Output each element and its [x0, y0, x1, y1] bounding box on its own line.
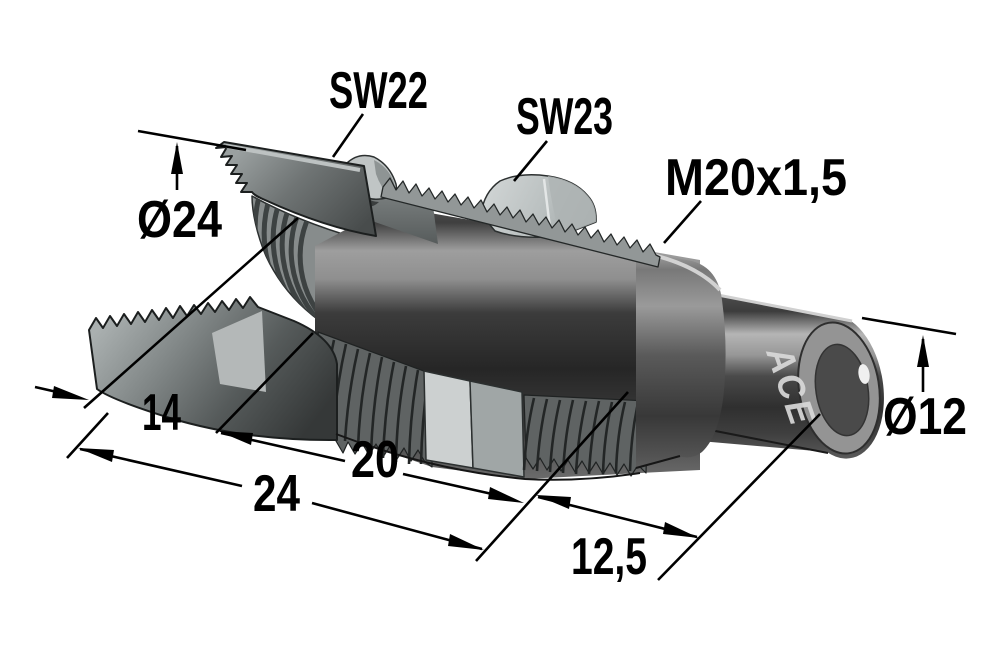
- arrowhead-right: [52, 386, 89, 400]
- arrowhead-right: [488, 487, 524, 503]
- dim-rod-length: [536, 413, 821, 581]
- rod-cylinder: ACE: [688, 288, 884, 459]
- annotations: [34, 113, 957, 581]
- thread-crest-top: [380, 177, 661, 268]
- label-body-length: 24: [253, 465, 300, 523]
- cap-upper-shell: [215, 141, 377, 237]
- label-rod-diameter: Ø12: [883, 388, 967, 446]
- cap-top-highlight: [225, 144, 361, 172]
- cap-lower-serrated-piece: [88, 296, 338, 442]
- dim-cap-diameter: [137, 129, 247, 190]
- dim-line: [402, 472, 502, 498]
- end-face-highlight: [858, 364, 870, 384]
- extension-line: [475, 391, 629, 562]
- rod-end-bore: [814, 343, 870, 437]
- dim-line: [79, 447, 243, 488]
- arrowhead-up: [917, 335, 929, 367]
- extension-line: [137, 129, 247, 152]
- dim-thread-length: [215, 332, 629, 562]
- bottom-silhouette-edge: [335, 433, 641, 481]
- extension-line: [215, 332, 314, 434]
- dim-line: [220, 431, 346, 463]
- arrowhead-right: [663, 522, 699, 538]
- label-cap-length: 14: [142, 384, 181, 442]
- label-sw23: SW23: [516, 88, 613, 146]
- extension-line: [83, 217, 299, 409]
- leader-sw22: [331, 113, 365, 158]
- dim-body-length: [78, 447, 484, 551]
- label-cap-diameter: Ø24: [137, 191, 222, 249]
- arrowhead-right: [448, 534, 484, 550]
- part-rendering: ACE: [88, 141, 884, 481]
- label-thread-length: 20: [351, 431, 399, 489]
- thread-bottom-right: [522, 394, 649, 477]
- labels: SW22 SW23 M20x1,5 Ø24 Ø12 14 24 20 12,5: [137, 62, 967, 586]
- dim-rod-diameter: [861, 316, 957, 392]
- leader-sw23: [512, 140, 549, 182]
- arrowhead-up: [171, 142, 183, 174]
- cap-cut-face: [212, 311, 266, 392]
- label-sw22: SW22: [329, 62, 428, 120]
- shoulder-collar: [635, 250, 726, 469]
- hex-nut-bottom-corner: [423, 370, 525, 478]
- extension-line: [861, 316, 957, 336]
- label-rod-length: 12,5: [571, 528, 647, 586]
- extension-line: [657, 413, 821, 581]
- label-thread-spec: M20x1,5: [665, 149, 847, 207]
- extension-line: [66, 412, 109, 459]
- leader-thread: [663, 200, 702, 244]
- dim-cap-length: [34, 217, 299, 459]
